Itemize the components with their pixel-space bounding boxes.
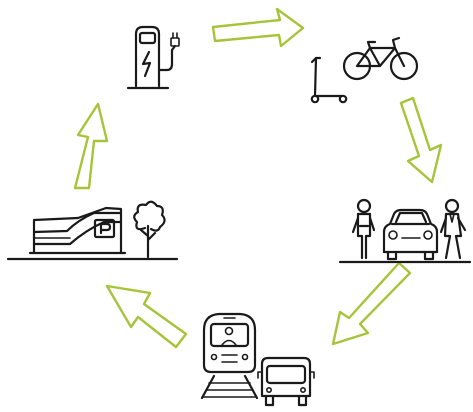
train-and-bus-icon [202,314,314,405]
arrow-bike-to-carsharing [401,98,441,182]
scooter-icon [312,58,346,102]
arrow-charging-to-bike [213,9,303,46]
train-icon [204,314,255,372]
car-front-icon [384,210,437,259]
arrow-transit-to-parking [107,286,186,347]
ev-charging-station-icon [128,27,179,88]
tree-icon [134,202,164,257]
arrow-carsharing-to-transit [333,263,410,344]
bicycle-icon [344,38,417,79]
person-right-icon [441,200,465,258]
parking-garage-icon [8,202,177,259]
bus-icon [258,358,314,405]
bicycle-and-scooter-icon [312,38,417,102]
arrow-parking-to-charging [75,104,107,188]
person-left-icon [353,200,374,258]
people-and-car-icon [340,200,470,262]
rails-icon [202,376,257,398]
